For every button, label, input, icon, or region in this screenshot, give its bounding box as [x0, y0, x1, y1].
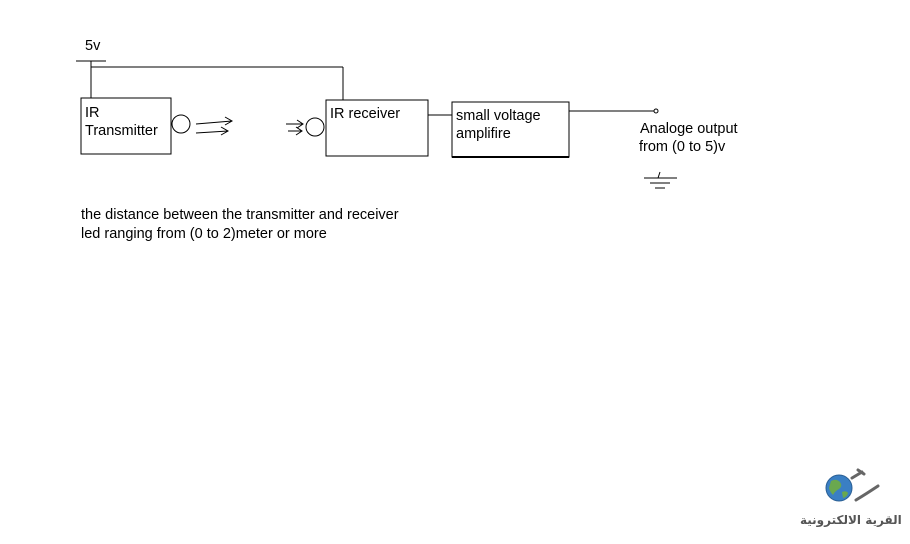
- supply-voltage-label: 5v: [85, 38, 101, 54]
- transmitter-label-line1: IR: [85, 105, 100, 121]
- wrench-icon: [850, 468, 880, 502]
- reception-arrows: [286, 119, 304, 136]
- receiver-led: [305, 117, 325, 137]
- amplifier-label-line1: small voltage: [456, 108, 541, 124]
- receiver-label: IR receiver: [330, 106, 401, 122]
- amplifier-label-line2: amplifire: [456, 126, 511, 142]
- emission-arrows: [195, 116, 234, 136]
- output-label-line2: from (0 to 5)v: [639, 139, 726, 155]
- output-terminal: [653, 108, 659, 114]
- watermark-text: القرية الالكترونية: [800, 513, 902, 527]
- output-label-line1: Analoge output: [640, 121, 738, 137]
- ground-symbol: [644, 171, 677, 189]
- ir-receiver-block: [325, 99, 429, 157]
- transmitter-led: [171, 114, 191, 134]
- distance-note-line1: the distance between the transmitter and…: [81, 207, 399, 223]
- watermark-logo: [825, 468, 880, 502]
- ir-transmitter-block: [80, 97, 172, 155]
- transmitter-label-line2: Transmitter: [85, 123, 158, 139]
- distance-note-line2: led ranging from (0 to 2)meter or more: [81, 226, 327, 242]
